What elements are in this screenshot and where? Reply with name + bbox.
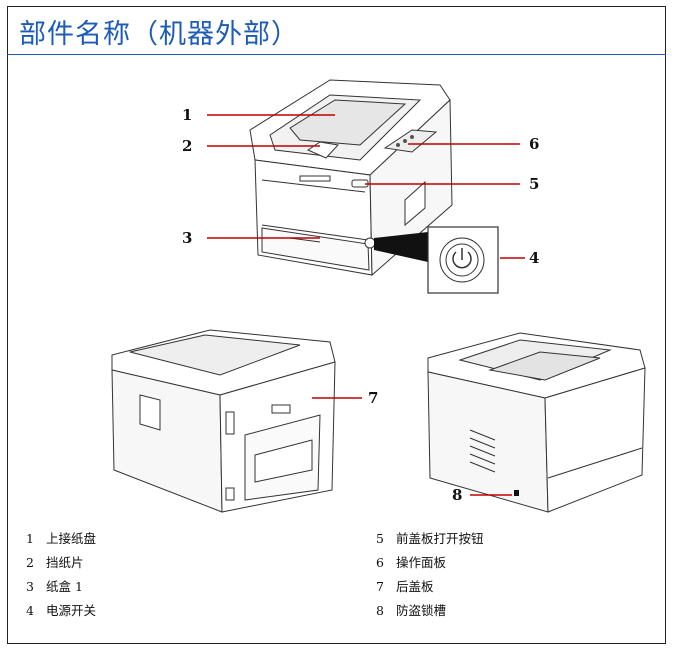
title-rule [7,54,666,55]
callout-2: 2 [182,137,192,155]
power-switch-zoom [374,226,499,294]
page-title: 部件名称（机器外部） [19,19,299,50]
callout-1: 1 [182,106,192,124]
callout-4: 4 [529,249,539,267]
callout-6: 6 [529,135,539,153]
printer-side-view [427,332,646,513]
callout-8: 8 [452,486,462,504]
printer-front-view [249,79,453,277]
callout-lines [207,114,525,496]
page-frame [7,6,666,644]
printer-rear-view [111,329,336,513]
callout-5: 5 [529,175,539,193]
callout-7: 7 [368,389,378,407]
callout-3: 3 [182,229,192,247]
